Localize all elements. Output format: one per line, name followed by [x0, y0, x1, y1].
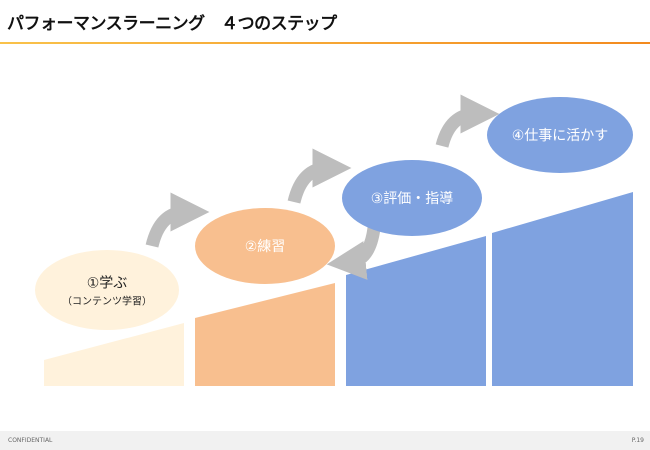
arrow-icon: [287, 148, 352, 204]
step-4-ellipse: [487, 97, 633, 173]
step-3-label: ③評価・指導: [370, 191, 454, 207]
confidential-label: CONFIDENTIAL: [8, 437, 53, 444]
arrow-icon: [145, 192, 210, 248]
step-bar-4: [492, 192, 633, 386]
step-4-label: ④仕事に活かす: [511, 128, 609, 144]
step-2-label: ②練習: [244, 239, 286, 255]
step-3-ellipse: [342, 160, 482, 236]
page-number: P.19: [631, 437, 644, 444]
step-bar-2: [195, 283, 335, 386]
step-bar-3: [346, 236, 486, 386]
title-underline: [0, 42, 650, 44]
step-1-label: ①学ぶ: [86, 275, 128, 292]
steps-diagram: [35, 94, 633, 386]
step-bar-1: [44, 323, 184, 386]
step-2-ellipse: [195, 208, 335, 284]
step-1-ellipse: [35, 250, 179, 330]
step-1-sublabel: （コンテンツ学習）: [62, 296, 152, 308]
footer: CONFIDENTIAL P.19: [0, 431, 650, 450]
arrow-icon: [435, 94, 500, 148]
page-title: パフォーマンスラーニング ４つのステップ: [7, 14, 337, 34]
step-1-text: ①学ぶ （コンテンツ学習）: [62, 273, 152, 308]
return-arrow-icon: [326, 226, 381, 280]
